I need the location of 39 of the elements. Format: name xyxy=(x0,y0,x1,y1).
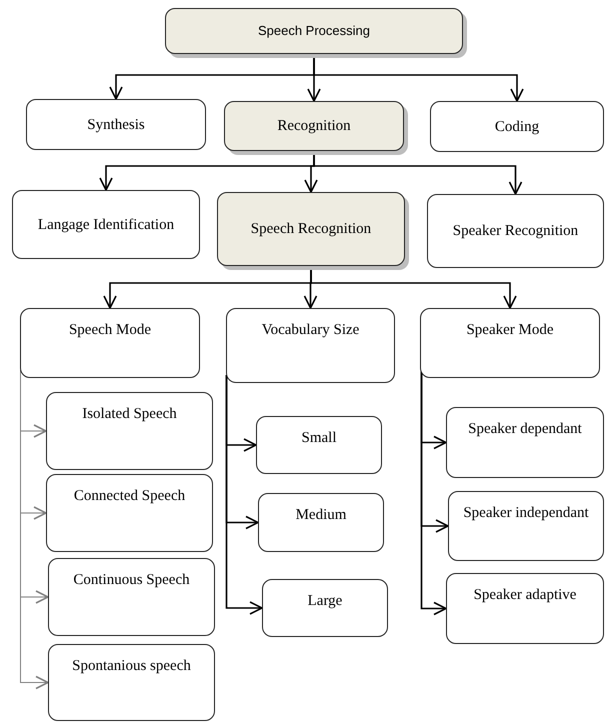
node-label: Speech Recognition xyxy=(250,220,372,238)
category-box xyxy=(448,491,604,561)
category-box xyxy=(420,308,600,378)
node-label: Speaker independant xyxy=(462,504,590,522)
category-box xyxy=(446,407,604,478)
category-box xyxy=(446,573,604,644)
node-label: Medium xyxy=(294,506,348,524)
category-box xyxy=(226,308,395,383)
node-label: Vocabulary Size xyxy=(260,321,360,339)
node-label: Connected Speech xyxy=(72,487,186,505)
node-label: Recognition xyxy=(276,117,352,135)
category-box xyxy=(46,392,213,470)
node-label: Spontanious speech xyxy=(71,657,192,675)
category-box xyxy=(430,101,604,152)
category-box xyxy=(12,190,200,259)
category-box xyxy=(46,474,213,552)
node-label: Continuous Speech xyxy=(72,571,191,589)
node-label: Large xyxy=(306,592,344,610)
node-label: Isolated Speech xyxy=(81,405,178,423)
arrow xyxy=(226,375,263,615)
arrow xyxy=(420,370,447,616)
node-label: Speech Processing xyxy=(256,22,371,40)
category-box xyxy=(258,493,384,552)
category-box xyxy=(48,644,215,721)
node-label: Speaker adaptive xyxy=(472,586,578,604)
node-label: Coding xyxy=(494,118,540,136)
category-box xyxy=(48,558,215,636)
node-label: Speech Mode xyxy=(68,321,152,339)
node-label: Small xyxy=(300,429,338,447)
category-box xyxy=(262,579,388,637)
node-label: Synthesis xyxy=(86,116,146,134)
category-box xyxy=(26,99,206,150)
node-label: Speaker Recognition xyxy=(452,222,580,240)
node-label: Speaker Mode xyxy=(465,321,555,339)
category-box xyxy=(20,308,200,378)
node-label: Langage Identification xyxy=(36,216,176,234)
category-box xyxy=(427,194,604,268)
node-label: Speaker dependant xyxy=(467,420,583,438)
category-box xyxy=(256,416,382,474)
